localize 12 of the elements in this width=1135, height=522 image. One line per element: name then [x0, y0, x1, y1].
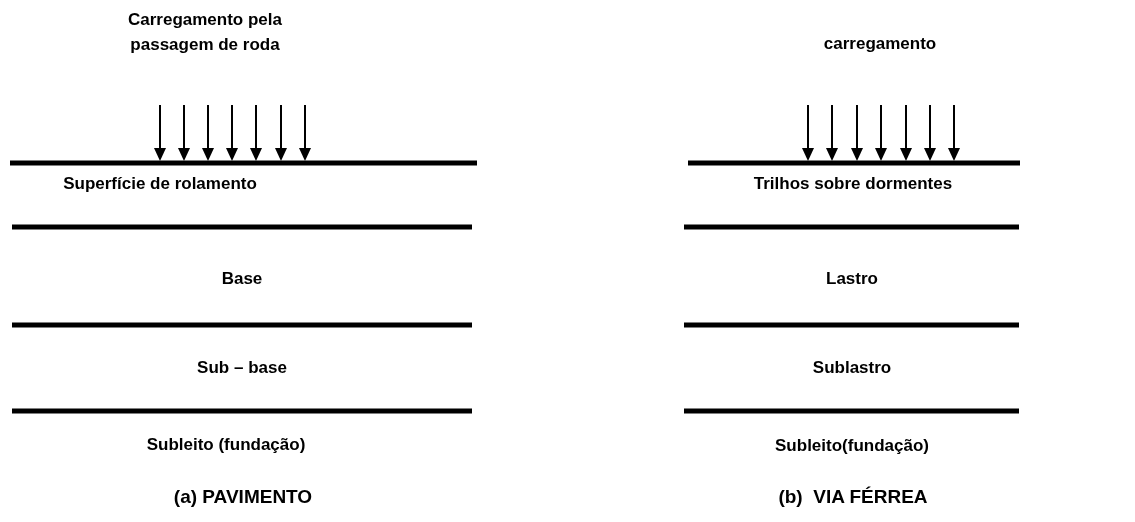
layer-label: Sub – base	[197, 356, 287, 379]
layer-label: Sublastro	[812, 356, 892, 379]
layer-label: Trilhos sobre dormentes	[753, 172, 953, 195]
layer-label: (b) VIA FÉRREA	[778, 484, 928, 509]
layer-label: (a) PAVIMENTO	[173, 484, 313, 509]
layer-label: Carregamento pela passagem de roda	[127, 9, 283, 56]
layer-label: Subleito (fundação)	[146, 433, 306, 456]
layer-label: carregamento	[823, 32, 937, 55]
layer-label: Subleito(fundação)	[775, 434, 929, 457]
layer-label: Base	[221, 267, 263, 290]
layer-label: Superfície de rolamento	[63, 172, 257, 195]
layer-label: Lastro	[826, 267, 878, 290]
